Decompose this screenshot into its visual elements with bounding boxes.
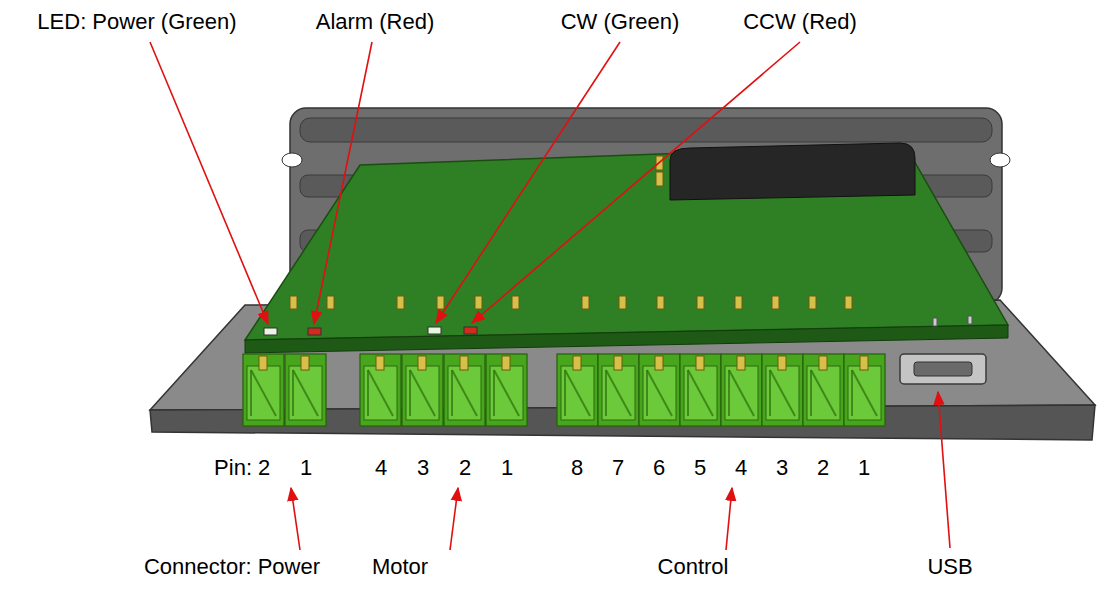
control-connector — [557, 354, 885, 426]
pin-number: 1 — [300, 455, 312, 481]
part-label: Motor — [372, 554, 428, 580]
pin-number: 2 — [817, 455, 829, 481]
part-label: USB — [927, 554, 972, 580]
motor-connector — [360, 354, 527, 426]
pin-number: 3 — [417, 455, 429, 481]
pin-caption: Pin: — [214, 455, 252, 481]
pin-number: 2 — [459, 455, 471, 481]
usb-port — [900, 354, 986, 384]
callout-label: LED: Power (Green) — [37, 9, 236, 35]
header-pins — [290, 296, 852, 309]
part-label: Connector: Power — [144, 554, 320, 580]
callout-label: CW (Green) — [561, 9, 680, 35]
pin-number: 4 — [735, 455, 747, 481]
part-label: Control — [658, 554, 729, 580]
pin-number: 5 — [694, 455, 706, 481]
pin-number: 7 — [612, 455, 624, 481]
circuit-board — [245, 143, 1008, 353]
pin-number: 2 — [258, 455, 270, 481]
leader-arrows — [150, 42, 950, 550]
pin-number: 8 — [571, 455, 583, 481]
pin-number: 1 — [858, 455, 870, 481]
callout-label: CCW (Red) — [743, 9, 857, 35]
callout-label: Alarm (Red) — [316, 9, 435, 35]
power-connector — [243, 354, 326, 426]
pin-number: 6 — [653, 455, 665, 481]
pin-number: 3 — [776, 455, 788, 481]
status-leds — [264, 327, 477, 335]
pin-number: 1 — [501, 455, 513, 481]
pin-number: 4 — [375, 455, 387, 481]
